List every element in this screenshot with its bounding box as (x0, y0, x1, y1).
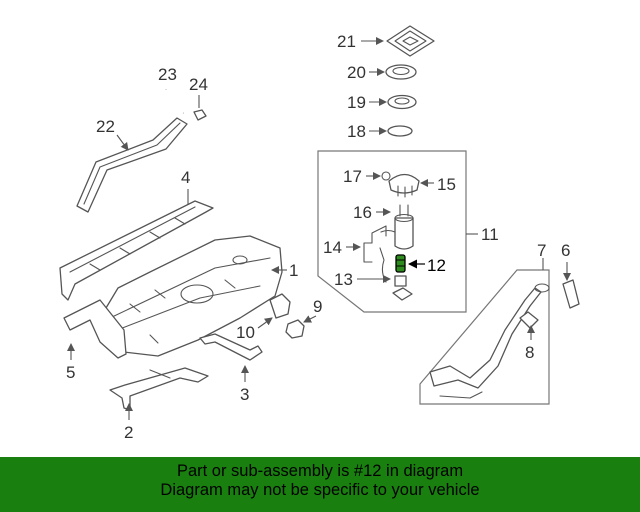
part-1-fuel-tank (99, 235, 283, 357)
part-18-o-ring (387, 125, 413, 137)
callout-5[interactable]: 5 (66, 363, 75, 382)
part-13-sender (392, 275, 413, 301)
callout-4[interactable]: 4 (181, 168, 190, 187)
callout-19[interactable]: 19 (347, 93, 366, 112)
callout-14[interactable]: 14 (323, 238, 342, 257)
callout-17[interactable]: 17 (343, 167, 362, 186)
part-8-bracket (519, 311, 539, 329)
part-24-clip (193, 109, 207, 121)
part-16-pump-body (380, 204, 414, 250)
callout-10[interactable]: 10 (236, 323, 255, 342)
part-2-strap (109, 367, 209, 411)
assembly-11-frame (317, 150, 467, 313)
callout-22[interactable]: 22 (96, 117, 115, 136)
part-22-heat-shield (76, 117, 188, 213)
callout-15[interactable]: 15 (437, 175, 456, 194)
part-20-gasket (385, 64, 417, 80)
callout-12[interactable]: 12 (427, 256, 446, 275)
callout-6[interactable]: 6 (561, 241, 570, 260)
callout-11[interactable]: 11 (481, 225, 499, 244)
callout-20[interactable]: 20 (347, 63, 366, 82)
part-4-shield (59, 200, 214, 301)
assembly-7-frame (419, 269, 550, 405)
info-banner: Part or sub-assembly is #12 in diagram D… (0, 457, 640, 512)
callout-13[interactable]: 13 (334, 270, 353, 289)
callout-9[interactable]: 9 (313, 297, 322, 316)
part-12-fuel-filter[interactable] (395, 254, 406, 273)
parts-diagram: 21 20 19 18 11 17 15 16 14 (59, 25, 580, 442)
callout-2[interactable]: 2 (124, 423, 133, 442)
part-7-filler-neck (429, 283, 550, 399)
callout-21[interactable]: 21 (337, 32, 356, 51)
part-15-pump-cover (381, 171, 420, 198)
part-3-strap (199, 333, 263, 361)
callout-24[interactable]: 24 (189, 75, 208, 94)
callout-18[interactable]: 18 (347, 122, 366, 141)
banner-line-1: Part or sub-assembly is #12 in diagram (176, 462, 464, 480)
part-5-under-shield (63, 299, 127, 359)
callout-8[interactable]: 8 (525, 343, 534, 362)
banner-line-2: Diagram may not be specific to your vehi… (160, 481, 480, 499)
callout-3[interactable]: 3 (240, 385, 249, 404)
part-14-bracket (363, 225, 387, 283)
callout-23[interactable]: 23 (158, 65, 177, 84)
part-21-plate (386, 25, 435, 57)
callout-1[interactable]: 1 (289, 261, 298, 280)
callout-16[interactable]: 16 (353, 203, 372, 222)
part-19-seal (387, 94, 417, 110)
part-10-cap (269, 293, 291, 319)
part-23-hose (165, 89, 184, 114)
part-9-valve (285, 319, 305, 339)
part-6-filler-cap (562, 279, 580, 309)
callout-7[interactable]: 7 (537, 241, 546, 260)
